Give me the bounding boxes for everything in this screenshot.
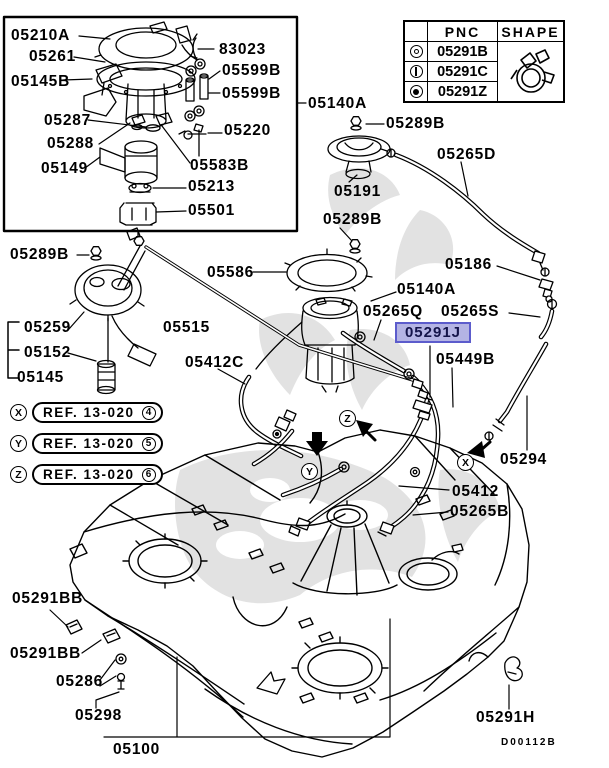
part-label-05287[interactable]: 05287 [44, 112, 92, 129]
double-circle-icon [405, 42, 428, 62]
leader-lines [49, 123, 541, 738]
part-label-05259[interactable]: 05259 [24, 319, 72, 336]
part-label-05289B-top[interactable]: 05289B [386, 115, 446, 132]
part-label-05265S[interactable]: 05265S [441, 303, 500, 320]
part-label-05449B[interactable]: 05449B [436, 351, 496, 368]
filler-ring-art [284, 248, 373, 293]
part-label-05294[interactable]: 05294 [500, 451, 548, 468]
part-label-05152[interactable]: 05152 [24, 344, 72, 361]
part-label-05186[interactable]: 05186 [445, 256, 493, 273]
bullseye-icon [405, 82, 428, 101]
part-label-05291BB-1[interactable]: 05291BB [12, 590, 84, 607]
hose-clamp-icon [509, 48, 555, 93]
part-label-05220[interactable]: 05220 [224, 122, 272, 139]
fuel-tank-art [69, 429, 530, 758]
part-label-05501[interactable]: 05501 [188, 202, 236, 219]
part-label-05265Q[interactable]: 05265Q [363, 303, 423, 320]
ref-callout-z: Z REF. 13-020 6 [10, 464, 163, 485]
part-label-05291BB-2[interactable]: 05291BB [10, 645, 82, 662]
ref-marker-y: Y [10, 435, 27, 452]
ref-text-y: REF. 13-020 [43, 436, 135, 451]
part-label-05586[interactable]: 05586 [207, 264, 255, 281]
pnc-shape-table: PNC SHAPE 05291B 05291C 05291Z [403, 20, 565, 103]
part-label-83023[interactable]: 83023 [219, 41, 267, 58]
direction-arrows [256, 420, 492, 695]
circle-bar-icon [405, 62, 428, 82]
part-label-05291H[interactable]: 05291H [476, 709, 536, 726]
ref-number-z: 6 [141, 467, 156, 482]
part-label-05149[interactable]: 05149 [41, 160, 89, 177]
part-label-05145[interactable]: 05145 [17, 369, 65, 386]
inset-box [2, 15, 299, 233]
part-label-05191[interactable]: 05191 [334, 183, 382, 200]
part-label-05412[interactable]: 05412 [452, 483, 500, 500]
fitting-art [274, 250, 554, 553]
drawing-marker-y: Y [301, 463, 318, 480]
hose-art [144, 152, 555, 530]
part-label-05289B-left[interactable]: 05289B [10, 246, 70, 263]
ref-marker-x: X [10, 404, 27, 421]
ref-text-x: REF. 13-020 [43, 405, 135, 420]
small-parts-art [65, 619, 523, 690]
drawing-marker-z: Z [339, 410, 356, 427]
inset-leader-lines [62, 35, 307, 213]
part-label-05261[interactable]: 05261 [29, 48, 77, 65]
ref-number-y: 5 [141, 436, 156, 451]
part-label-05140A-mid[interactable]: 05140A [397, 281, 457, 298]
pnc-table-corner-cell [405, 22, 428, 42]
part-label-05412C[interactable]: 05412C [185, 354, 245, 371]
pnc-header: PNC [428, 22, 498, 42]
pnc-row-05291Z[interactable]: 05291Z [428, 82, 498, 101]
part-label-05599B-2[interactable]: 05599B [222, 85, 282, 102]
part-label-05288[interactable]: 05288 [47, 135, 95, 152]
part-label-05213[interactable]: 05213 [188, 178, 236, 195]
part-label-05265B[interactable]: 05265B [450, 503, 510, 520]
part-label-05286[interactable]: 05286 [56, 673, 104, 690]
part-label-05289B-mid[interactable]: 05289B [323, 211, 383, 228]
part-label-05515[interactable]: 05515 [163, 319, 211, 336]
ref-callout-x: X REF. 13-020 4 [10, 402, 163, 423]
part-label-05599B-1[interactable]: 05599B [222, 62, 282, 79]
ref-text-z: REF. 13-020 [43, 467, 135, 482]
watermark [175, 167, 500, 604]
part-label-05100[interactable]: 05100 [113, 741, 161, 758]
part-label-05210A[interactable]: 05210A [11, 27, 71, 44]
shape-header: SHAPE [498, 22, 563, 42]
part-label-05298[interactable]: 05298 [75, 707, 123, 724]
ref-number-x: 4 [141, 405, 156, 420]
sender-unit-art [7, 227, 157, 395]
diagram-code: D00112B [501, 737, 557, 748]
pnc-row-05291B[interactable]: 05291B [428, 42, 498, 62]
part-label-05583B[interactable]: 05583B [190, 157, 250, 174]
part-label-05140A-top[interactable]: 05140A [308, 95, 368, 112]
pnc-row-05291C[interactable]: 05291C [428, 62, 498, 82]
part-label-05145B[interactable]: 05145B [11, 73, 71, 90]
fastener-icons [90, 116, 558, 478]
part-label-05265D[interactable]: 05265D [437, 146, 497, 163]
part-label-05291J-highlighted[interactable]: 05291J [395, 322, 471, 343]
ref-callout-y: Y REF. 13-020 5 [10, 433, 163, 454]
drawing-marker-x: X [457, 454, 474, 471]
clamp-shape-illustration [498, 42, 563, 101]
pump-exploded-art [83, 21, 209, 226]
ref-marker-z: Z [10, 466, 27, 483]
